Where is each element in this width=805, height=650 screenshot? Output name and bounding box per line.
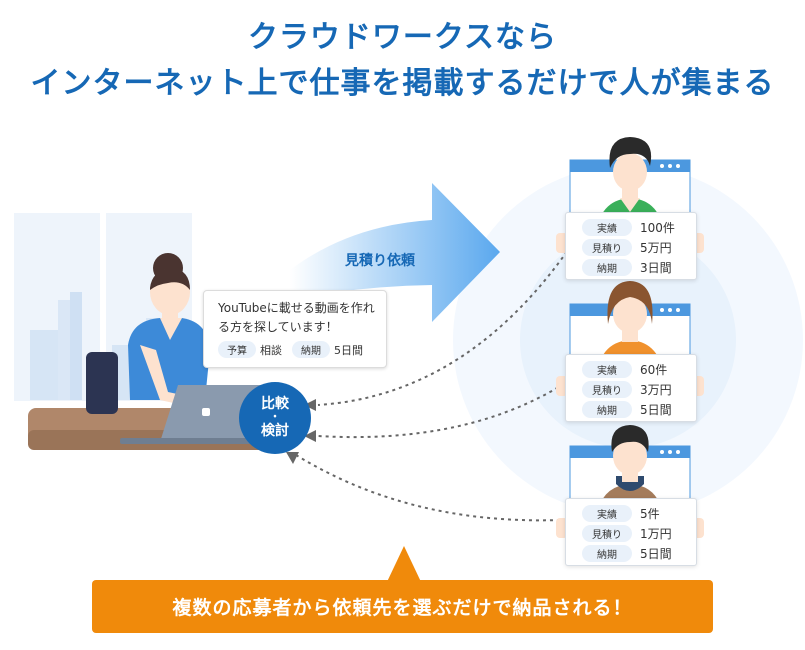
laptop	[120, 385, 262, 444]
compare-line-1: 比較	[261, 396, 289, 412]
banner-pointer	[386, 546, 422, 584]
deadline-value: 5日間	[334, 343, 363, 357]
quote-value: 5万円	[640, 240, 672, 255]
record-value: 5件	[640, 506, 660, 521]
applicant-card-1: 実績 100件 見積り 5万円 納期 3日間	[565, 212, 697, 280]
applicant-card-3: 実績 5件 見積り 1万円 納期 5日間	[565, 498, 697, 566]
quote-label: 見積り	[582, 380, 632, 398]
budget-label: 予算	[218, 341, 256, 358]
headline-line-1: クラウドワークスなら	[247, 20, 558, 55]
return-arrows	[295, 239, 576, 522]
record-value: 100件	[640, 220, 675, 235]
deadline-value: 5日間	[640, 402, 672, 417]
quote-value: 1万円	[640, 526, 672, 541]
budget-value: 相談	[260, 343, 282, 357]
request-arrow	[290, 183, 500, 322]
record-label: 実績	[582, 360, 632, 378]
record-label: 実績	[582, 218, 632, 236]
headline-line-2: インターネット上で仕事を掲載するだけで人が集まる	[30, 66, 775, 101]
quote-label: 見積り	[582, 238, 632, 256]
compare-dot: ・	[270, 412, 280, 423]
deadline-value: 5日間	[640, 546, 672, 561]
request-conditions: 予算 相談 納期 5日間	[218, 341, 363, 358]
deadline-label: 納期	[582, 258, 632, 276]
compare-badge: 比較 ・ 検討	[239, 382, 311, 454]
request-message: YouTubeに載せる動画を作れる方を探しています！	[218, 301, 375, 334]
compare-line-2: 検討	[261, 423, 289, 439]
arrowhead-2	[304, 430, 316, 442]
city-backdrop	[14, 213, 192, 401]
applicant-card-2: 実績 60件 見積り 3万円 納期 5日間	[565, 354, 697, 422]
arrowhead-3	[286, 452, 299, 464]
deadline-label: 納期	[582, 544, 632, 562]
record-label: 実績	[582, 504, 632, 522]
deadline-label: 納期	[582, 400, 632, 418]
deadline-value: 3日間	[640, 260, 672, 275]
client-woman	[128, 253, 210, 408]
quote-label: 見積り	[582, 524, 632, 542]
deadline-label: 納期	[292, 341, 330, 358]
quote-value: 3万円	[640, 382, 672, 397]
request-bubble: YouTubeに載せる動画を作れる方を探しています！ 予算 相談 納期 5日間	[203, 290, 387, 368]
summary-banner: 複数の応募者から依頼先を選ぶだけで納品される！	[92, 580, 713, 633]
chair	[86, 352, 118, 414]
record-value: 60件	[640, 362, 668, 377]
arrowhead-1	[304, 399, 316, 411]
arrow-label: 見積り依頼	[345, 253, 415, 269]
